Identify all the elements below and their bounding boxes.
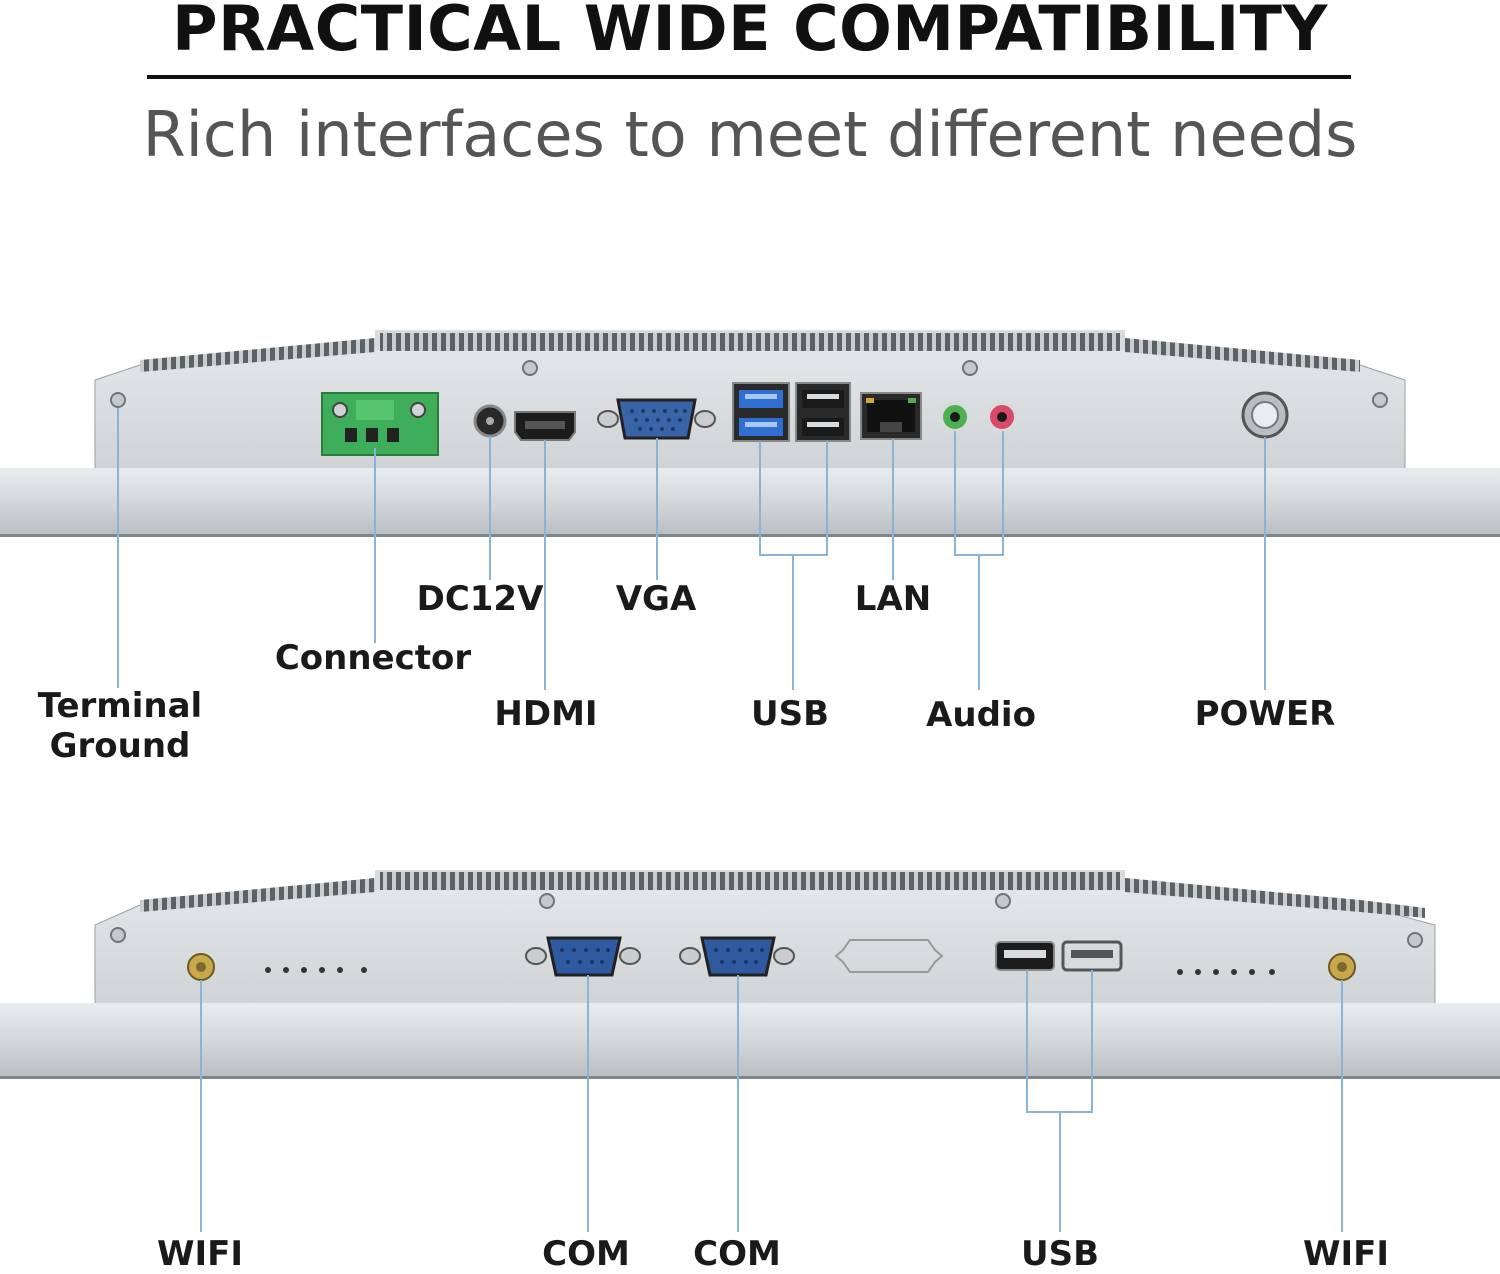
hdmi-port-icon (514, 411, 576, 441)
usb-port-icon (1061, 940, 1123, 972)
label-lan: LAN (854, 579, 932, 619)
label-terminal-ground-line1: Terminal (37, 686, 203, 726)
label-usb-top: USB (750, 694, 830, 734)
label-hdmi: HDMI (494, 694, 598, 734)
top-bezel (0, 468, 1500, 536)
label-wifi-right: WIFI (1302, 1234, 1390, 1274)
screw-icon (1407, 932, 1423, 948)
vga-port-icon (597, 398, 716, 440)
usb-port-icon (995, 941, 1055, 971)
com-port-icon (679, 936, 795, 977)
label-vga: VGA (615, 579, 697, 619)
bottom-leader-lines (200, 970, 1343, 1232)
page-title: PRACTICAL WIDE COMPATIBILITY (172, 0, 1328, 65)
terminal-connector-icon (321, 392, 439, 456)
label-usb-bottom: USB (1020, 1234, 1100, 1274)
power-button-icon (1241, 391, 1289, 439)
screw-icon (110, 392, 126, 408)
com-port-icon (525, 936, 641, 977)
label-wifi-left: WIFI (156, 1234, 244, 1274)
bottom-bezel (0, 1003, 1500, 1078)
heatsink-fins (380, 333, 1120, 351)
screw-icon (1372, 392, 1388, 408)
screw-icon (110, 927, 126, 943)
bottom-chassis (0, 870, 1500, 1079)
indicator-dots-icon (265, 967, 1275, 975)
label-terminal-ground-line2: Ground (49, 726, 191, 766)
label-connector: Connector (274, 638, 472, 678)
title-underline (147, 75, 1351, 79)
label-terminal-ground: Terminal Ground (38, 686, 202, 766)
top-leader-lines (117, 408, 1266, 690)
lan-port-icon (860, 392, 922, 440)
wifi-antenna-icon (1328, 953, 1356, 981)
page-subtitle: Rich interfaces to meet different needs (142, 98, 1358, 171)
blank-knockout-icon (834, 939, 944, 973)
screw-icon (522, 360, 538, 376)
label-com-2: COM (693, 1234, 781, 1274)
usb3-port-icon (732, 382, 790, 442)
screw-icon (962, 360, 978, 376)
wifi-antenna-icon (187, 953, 215, 981)
label-audio: Audio (926, 695, 1036, 735)
label-com-1: COM (542, 1234, 630, 1274)
usb2-port-icon (795, 382, 851, 442)
top-chassis (0, 330, 1500, 537)
label-dc12v: DC12V (416, 579, 544, 619)
screw-icon (539, 893, 555, 909)
dc-jack-icon (473, 404, 507, 438)
label-power: POWER (1194, 694, 1336, 734)
screw-icon (995, 893, 1011, 909)
heatsink-fins (380, 872, 1120, 890)
